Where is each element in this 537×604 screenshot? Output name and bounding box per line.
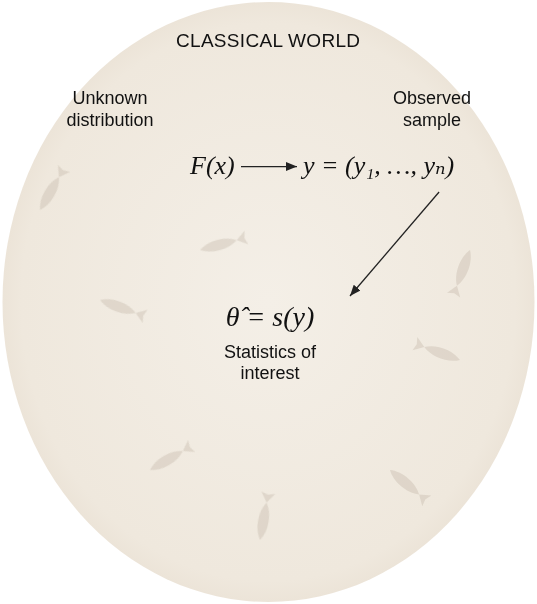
distribution-label: Unknown distribution: [50, 88, 170, 131]
distribution-formula: F(x): [190, 150, 235, 181]
text-group: Unknown distributionF(x): [50, 88, 235, 182]
sample-formula: y = (y₁, …, yₙ): [303, 150, 454, 181]
oval-fill: [3, 2, 535, 602]
text-group: Observed sample y = (y₁, …, yₙ): [303, 88, 492, 182]
fish-watermarks: [34, 165, 477, 541]
world-title: CLASSICAL WORLD: [176, 30, 360, 52]
statistic-label: Statistics of interest: [205, 342, 335, 385]
text-group: θ̂ = s(y) Statistics of interest: [180, 300, 360, 385]
arrow-connector: [241, 166, 297, 167]
arrow-connector: [350, 192, 439, 296]
sample-label: Observed sample: [372, 88, 492, 131]
statistic-formula: θ̂ = s(y): [180, 300, 360, 334]
